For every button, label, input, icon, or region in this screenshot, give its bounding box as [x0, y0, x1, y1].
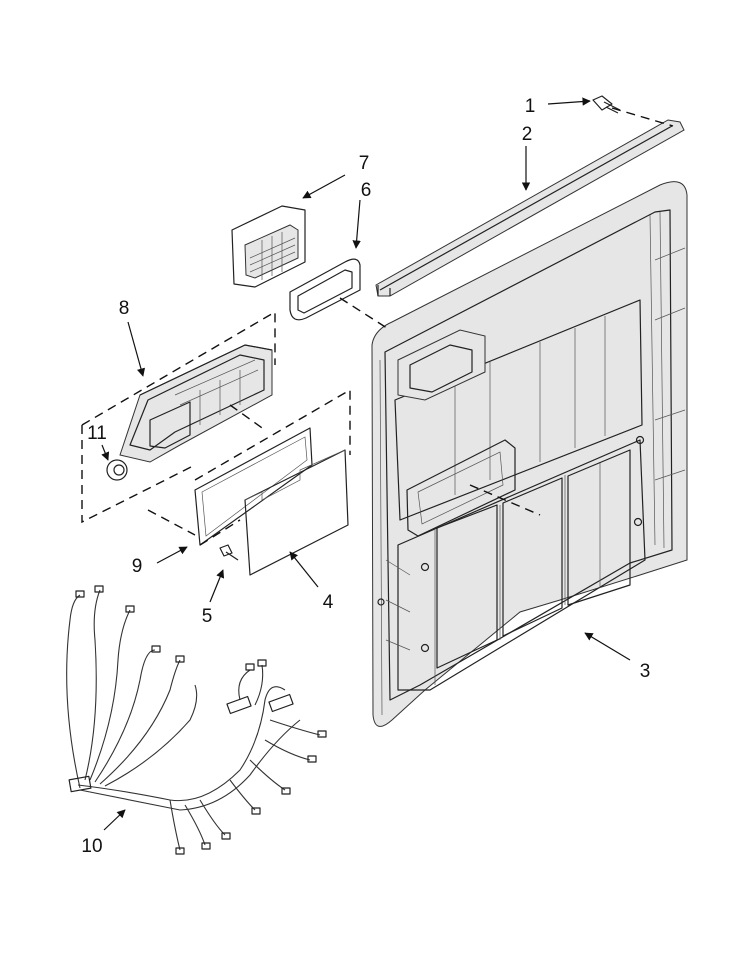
board-insulator	[244, 449, 349, 576]
callout-1: 1	[525, 96, 536, 117]
callout-5: 5	[202, 606, 213, 627]
callout-9: 9	[132, 556, 143, 577]
callout-4: 4	[323, 592, 334, 613]
inner-door-panel	[371, 181, 688, 727]
knob-part-11	[106, 459, 128, 481]
dispenser-gasket	[289, 258, 361, 321]
wire-harness	[66, 585, 327, 855]
callout-10: 10	[81, 836, 102, 857]
assembly-lines	[81, 107, 674, 546]
callout-labels: 1 2 3 4 5 6 7 8 9 10 11	[81, 96, 650, 857]
callout-2: 2	[522, 124, 533, 145]
callout-7: 7	[359, 153, 370, 174]
callout-8: 8	[119, 298, 130, 319]
callout-11: 11	[87, 423, 107, 444]
leader-lines	[101, 97, 631, 831]
dispenser-housing	[231, 205, 306, 288]
screw-part-1	[592, 95, 621, 114]
door-vent-strip	[375, 119, 685, 297]
callout-6: 6	[361, 180, 372, 201]
screw-part-5	[219, 544, 239, 561]
control-housing	[119, 344, 273, 463]
callout-3: 3	[640, 661, 651, 682]
